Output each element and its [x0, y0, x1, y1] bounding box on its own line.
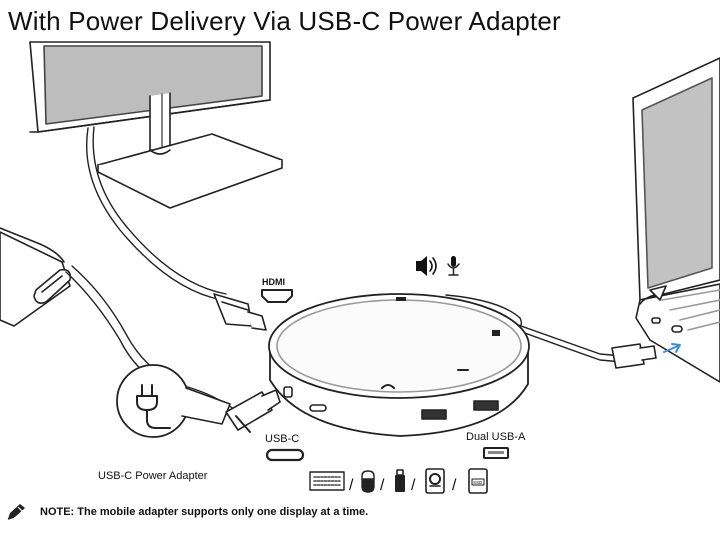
separator-3: / [411, 477, 416, 494]
separator-4: / [452, 477, 457, 494]
laptop [632, 57, 720, 383]
plug-icon [136, 384, 171, 429]
power-usb-c-plug [225, 389, 281, 433]
usb-a-port-icon [483, 447, 509, 459]
hdmi-port-icon [261, 289, 293, 303]
magnifier-callout [116, 364, 231, 438]
hdmi-label: HDMI [262, 277, 285, 287]
separator-2: / [380, 477, 385, 494]
page-title: With Power Delivery Via USB-C Power Adap… [8, 6, 561, 36]
insert-arrow-icon [663, 343, 681, 353]
monitor [29, 41, 283, 209]
laptop-usb-c-plug [611, 343, 657, 369]
usb-c-port-icon [265, 448, 305, 462]
note: NOTE: The mobile adapter supports only o… [6, 503, 368, 521]
note-pencil-icon [7, 504, 25, 520]
hdmi-plug [213, 293, 267, 331]
power-brick [0, 227, 72, 327]
separator-1: / [349, 477, 354, 494]
microphone-icon [447, 256, 460, 276]
ssd-icon [468, 468, 488, 494]
mobile-adapter-dock [268, 293, 530, 437]
keyboard-icon [309, 471, 345, 491]
mouse-icon [361, 470, 375, 493]
usb-c-label: USB-C [265, 433, 299, 445]
note-text: NOTE: The mobile adapter supports only o… [40, 506, 369, 518]
ssd-icon-label: SSD [473, 480, 483, 485]
usb-c-power-adapter-label: USB-C Power Adapter [98, 470, 208, 482]
dual-usb-a-label: Dual USB-A [466, 431, 526, 443]
usb-drive-icon [395, 469, 405, 492]
hard-drive-icon [425, 468, 445, 494]
speaker-icon [416, 256, 437, 276]
